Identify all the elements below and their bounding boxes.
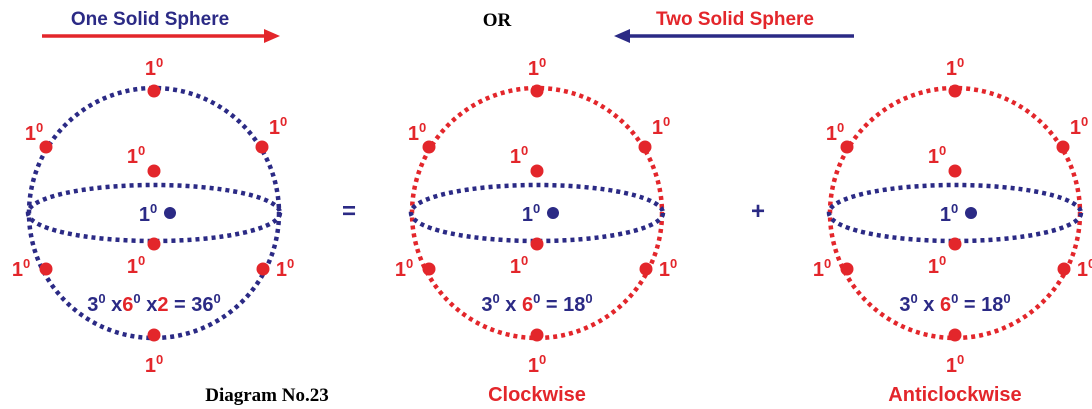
- dot-lower-left: [422, 262, 436, 276]
- dot-bottom: [530, 328, 544, 342]
- dot-bottom: [948, 328, 962, 342]
- dot-upper-left: [422, 140, 436, 154]
- or-label: OR: [483, 10, 512, 31]
- dot-upper-right: [638, 140, 652, 154]
- degree-label-center: 10: [139, 201, 157, 226]
- degree-label-top: 10: [528, 55, 546, 80]
- dot-equator-front: [147, 237, 161, 251]
- two-solid-sphere-title: Two Solid Sphere: [656, 9, 814, 30]
- dot-top: [147, 84, 161, 98]
- degree-label-equator-back: 10: [928, 143, 946, 168]
- dot-lower-right: [256, 262, 270, 276]
- degree-label-center: 10: [940, 201, 958, 226]
- diagram-number-label: Diagram No.23: [205, 385, 328, 406]
- degree-label-center: 10: [522, 201, 540, 226]
- degree-label-upper-right: 10: [269, 114, 287, 139]
- degree-label-lower-right: 10: [659, 256, 677, 281]
- one-solid-sphere-title: One Solid Sphere: [71, 9, 229, 30]
- degree-label-lower-right: 10: [1077, 256, 1092, 281]
- center-dot: [965, 207, 977, 219]
- dot-lower-right: [1057, 262, 1071, 276]
- plus-sign: +: [751, 198, 765, 225]
- degree-label-lower-right: 10: [276, 256, 294, 281]
- degree-label-upper-left: 10: [408, 120, 426, 145]
- degree-label-top: 10: [145, 55, 163, 80]
- degree-label-equator-back: 10: [510, 143, 528, 168]
- equator-ellipse: [826, 182, 1084, 244]
- degree-label-bottom: 10: [946, 352, 964, 377]
- degree-label-upper-left: 10: [826, 120, 844, 145]
- center-dot: [164, 207, 176, 219]
- equator-ellipse: [25, 182, 283, 244]
- degree-label-equator-front: 10: [510, 253, 528, 278]
- degree-label-upper-right: 10: [652, 114, 670, 139]
- degree-label-lower-left: 10: [395, 256, 413, 281]
- dot-lower-left: [840, 262, 854, 276]
- sphere-formula: 30 x 60 = 180: [481, 291, 592, 316]
- right-arrow-icon: [42, 29, 280, 43]
- dot-upper-left: [840, 140, 854, 154]
- dot-lower-left: [39, 262, 53, 276]
- degree-label-bottom: 10: [145, 352, 163, 377]
- equals-sign: =: [342, 198, 356, 225]
- equator-ellipse: [408, 182, 666, 244]
- dot-bottom: [147, 328, 161, 342]
- sphere-formula: 30 x 60 = 180: [899, 291, 1010, 316]
- degree-label-bottom: 10: [528, 352, 546, 377]
- caption-anticlockwise: Anticlockwise: [888, 384, 1021, 406]
- left-arrow-icon: [614, 29, 854, 43]
- dot-equator-back: [530, 164, 544, 178]
- dot-upper-left: [39, 140, 53, 154]
- sphere-anticlockwise: 10 10 10 10 10 10 10 10 10 30 x 60 = 180Anticlock…: [813, 55, 1092, 406]
- center-dot: [547, 207, 559, 219]
- dot-equator-front: [530, 237, 544, 251]
- degree-label-equator-front: 10: [127, 253, 145, 278]
- dot-equator-back: [948, 164, 962, 178]
- dot-equator-back: [147, 164, 161, 178]
- degree-label-lower-left: 10: [12, 256, 30, 281]
- degree-label-equator-back: 10: [127, 143, 145, 168]
- dot-upper-right: [255, 140, 269, 154]
- degree-label-top: 10: [946, 55, 964, 80]
- dot-top: [530, 84, 544, 98]
- degree-label-upper-left: 10: [25, 120, 43, 145]
- sphere-formula: 30 x60 x2 = 360: [87, 291, 221, 316]
- dot-lower-right: [639, 262, 653, 276]
- dot-upper-right: [1056, 140, 1070, 154]
- caption-clockwise: Clockwise: [488, 384, 586, 406]
- degree-label-equator-front: 10: [928, 253, 946, 278]
- degree-label-lower-left: 10: [813, 256, 831, 281]
- degree-label-upper-right: 10: [1070, 114, 1088, 139]
- dot-top: [948, 84, 962, 98]
- sphere-one-solid: 10 10 10 10 10 10 10 10 10 30 x60 x2 = 360: [12, 55, 294, 377]
- dot-equator-front: [948, 237, 962, 251]
